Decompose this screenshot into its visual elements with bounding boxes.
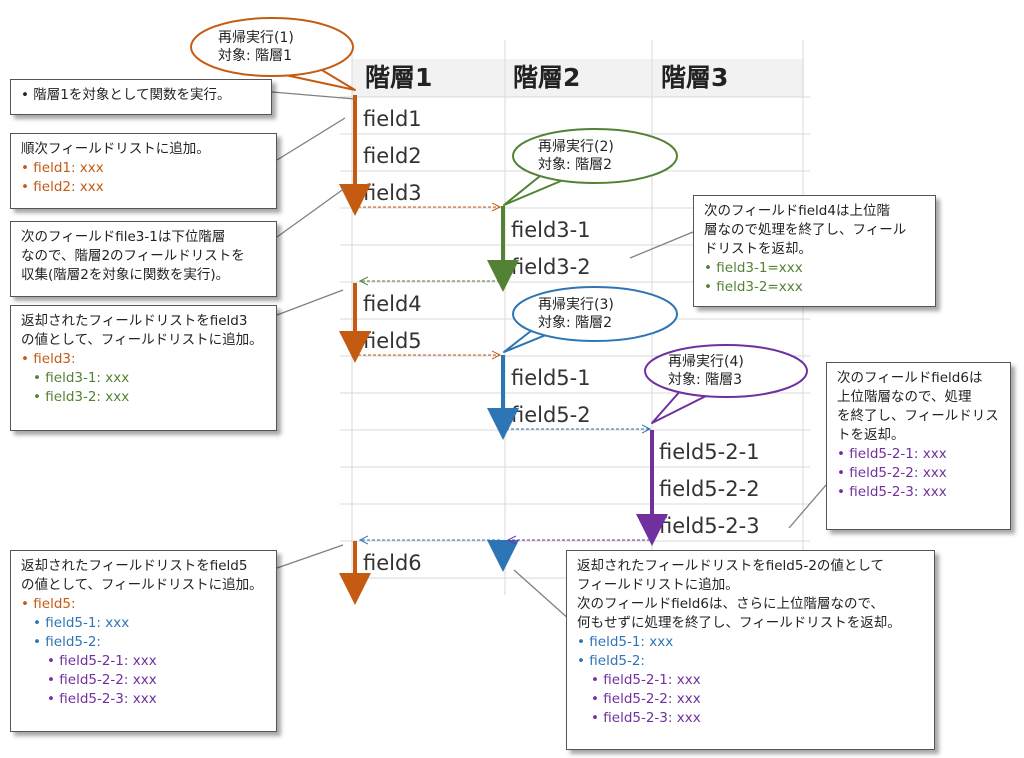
note8-line4: 何もせずに処理を終了し、フィールドリストを返却。 [577,615,901,631]
note5-line4: • field3-1=xxx [704,260,803,276]
note7-line6: • field5-2-1: xxx [47,653,157,669]
note4-line2: の値として、フィールドリストに追加。 [21,332,263,348]
note1-line1: • 階層1を対象として関数を実行。 [21,87,231,103]
bubble1-line2: 対象: 階層1 [218,48,293,64]
bubble-recursion-1: 再帰実行(1) 対象: 階層1 [188,15,358,81]
note7-line8: • field5-2-3: xxx [47,691,157,707]
header-level2: 階層2 [513,63,581,92]
note-add-field5-2: 返却されたフィールドリストをfield5-2の値として フィールドリストに追加。… [566,550,935,750]
note4-line4: • field3-1: xxx [33,370,130,386]
note-collect-level2: 次のフィールドfile3-1は下位階層 なので、階層2のフィールドリストを 収集… [10,221,277,297]
note8-line6: • field5-2: [577,653,645,669]
note5-line2: 層なので処理を終了し、フィール [704,222,907,238]
note8-line1: 返却されたフィールドリストをfield5-2の値として [577,558,885,574]
header-level1: 階層1 [365,63,433,92]
note-add-fields: 順次フィールドリストに追加。 • field1: xxx • field2: x… [10,133,277,209]
bubble-recursion-2: 再帰実行(2) 対象: 階層2 [510,126,680,188]
note-return-level2-a: 次のフィールドfield4は上位階 層なので処理を終了し、フィール ドリストを返… [693,195,936,307]
note6-line4: トを返却。 [837,427,905,443]
header-level3: 階層3 [661,63,729,92]
note6-line5: • field5-2-1: xxx [837,446,947,462]
cell-field3-1: field3-1 [511,218,591,242]
cell-field5-2-2: field5-2-2 [659,477,760,501]
cell-field1: field1 [363,107,422,131]
bubble2-line2: 対象: 階層2 [538,157,613,173]
note3-line3: 収集(階層2を対象に関数を実行)。 [21,267,230,283]
bubble1-line1: 再帰実行(1) [218,30,294,46]
bubble-recursion-4: 再帰実行(4) 対象: 階層3 [642,342,812,402]
note-return-level3: 次のフィールドfield6は 上位階層なので、処理 を終了し、フィールドリス ト… [826,362,1011,530]
note8-line2: フィールドリストに追加。 [577,577,739,593]
note4-line5: • field3-2: xxx [33,389,130,405]
cell-field4: field4 [363,292,422,316]
bubble-recursion-3: 再帰実行(3) 対象: 階層2 [510,284,680,346]
bubble4-line2: 対象: 階層3 [668,372,743,388]
note5-line1: 次のフィールドfield4は上位階 [704,203,890,219]
note7-line1: 返却されたフィールドリストをfield5 [21,558,248,574]
note6-line3: を終了し、フィールドリス [837,408,999,424]
note7-line3: • field5: [21,596,76,612]
cell-field5-2-3: field5-2-3 [659,514,760,538]
bubble4-line1: 再帰実行(4) [668,354,744,370]
note8-line5: • field5-1: xxx [577,634,674,650]
note7-line2: の値として、フィールドリストに追加。 [21,577,263,593]
cell-field3-2: field3-2 [511,255,591,279]
note4-line3: • field3: [21,351,76,367]
note7-line7: • field5-2-2: xxx [47,672,157,688]
note4-line1: 返却されたフィールドリストをfield3 [21,313,248,329]
note6-line2: 上位階層なので、処理 [837,389,972,405]
cell-field6: field6 [363,551,422,575]
note7-line4: • field5-1: xxx [33,615,130,631]
note6-line6: • field5-2-2: xxx [837,465,947,481]
cell-field5: field5 [363,329,422,353]
note3-line2: なので、階層2のフィールドリストを [21,248,245,264]
note2-line2: • field1: xxx [21,160,104,176]
bubble3-line1: 再帰実行(3) [538,297,614,313]
note8-line7: • field5-2-1: xxx [591,672,701,688]
note-add-field5: 返却されたフィールドリストをfield5 の値として、フィールドリストに追加。 … [10,550,277,732]
note6-line7: • field5-2-3: xxx [837,484,947,500]
cell-field5-2: field5-2 [511,403,591,427]
note7-line5: • field5-2: [33,634,101,650]
note3-line1: 次のフィールドfile3-1は下位階層 [21,229,226,245]
note8-line9: • field5-2-3: xxx [591,710,701,726]
note5-line3: ドリストを返却。 [704,241,812,257]
bubble3-line2: 対象: 階層2 [538,315,613,331]
note-add-field3: 返却されたフィールドリストをfield3 の値として、フィールドリストに追加。 … [10,305,277,431]
cell-field5-2-1: field5-2-1 [659,440,760,464]
note5-line5: • field3-2=xxx [704,279,803,295]
note2-line1: 順次フィールドリストに追加。 [21,141,210,157]
note6-line1: 次のフィールドfield6は [837,370,983,386]
note2-line3: • field2: xxx [21,179,104,195]
cell-field3: field3 [363,181,422,205]
header-row-background [352,59,804,97]
cell-field2: field2 [363,144,422,168]
bubble2-line1: 再帰実行(2) [538,139,614,155]
note8-line3: 次のフィールドfield6は、さらに上位階層なので、 [577,596,884,612]
note-start-level1: • 階層1を対象として関数を実行。 [10,79,272,115]
note8-line8: • field5-2-2: xxx [591,691,701,707]
cell-field5-1: field5-1 [511,366,591,390]
